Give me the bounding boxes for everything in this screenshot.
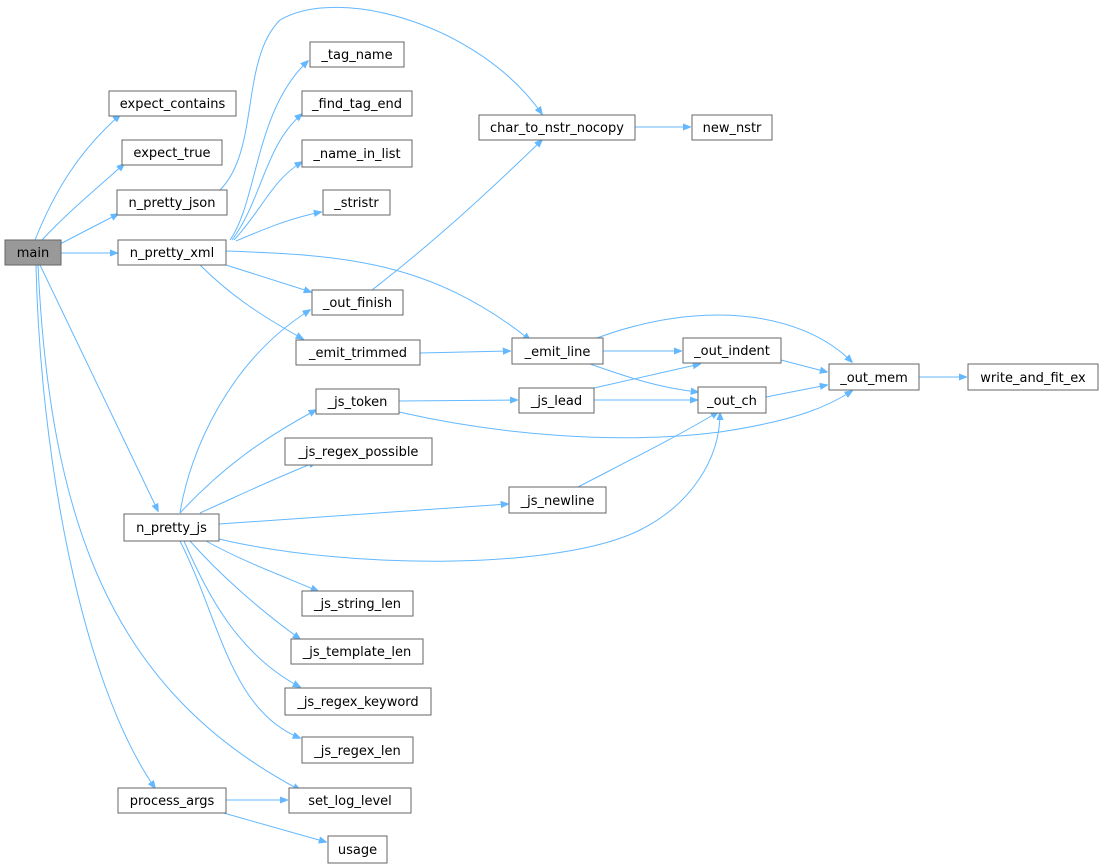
- svg-text:usage: usage: [338, 843, 377, 858]
- edge-n_pretty_xml-_tag_name: [229, 61, 308, 241]
- svg-text:_tag_name: _tag_name: [320, 48, 392, 63]
- node-expect_true[interactable]: expect_true: [121, 139, 223, 166]
- node-_js_lead[interactable]: _js_lead: [518, 387, 595, 414]
- node-n_pretty_json[interactable]: n_pretty_json: [116, 189, 228, 216]
- svg-text:set_log_level: set_log_level: [308, 794, 392, 809]
- node-_out_ch[interactable]: _out_ch: [697, 386, 767, 414]
- edge-process_args-usage: [219, 811, 326, 842]
- svg-text:char_to_nstr_nocopy: char_to_nstr_nocopy: [490, 121, 624, 136]
- svg-text:_stristr: _stristr: [333, 196, 379, 211]
- edge-_js_token-_js_lead: [398, 400, 517, 401]
- svg-text:_emit_trimmed: _emit_trimmed: [308, 346, 407, 361]
- edge-n_pretty_js-_js_string_len: [205, 540, 318, 591]
- node-_find_tag_end[interactable]: _find_tag_end: [301, 90, 413, 117]
- node-set_log_level[interactable]: set_log_level: [288, 787, 412, 814]
- svg-text:n_pretty_json: n_pretty_json: [128, 196, 215, 211]
- edge-n_pretty_xml-_emit_line: [225, 250, 530, 340]
- edge-n_pretty_xml-_emit_trimmed: [199, 264, 303, 339]
- svg-text:_out_mem: _out_mem: [839, 371, 908, 386]
- node-process_args[interactable]: process_args: [117, 787, 227, 814]
- node-_emit_trimmed[interactable]: _emit_trimmed: [295, 339, 421, 366]
- edge-_js_lead-_out_indent: [593, 364, 700, 389]
- edge-n_pretty_js-_out_finish: [179, 310, 310, 514]
- call-edges: [34, 6, 966, 842]
- node-expect_contains[interactable]: expect_contains: [108, 90, 237, 117]
- edge-n_pretty_json-char_to_nstr_nocopy: [219, 6, 542, 191]
- svg-text:n_pretty_xml: n_pretty_xml: [130, 246, 214, 261]
- svg-text:_js_string_len: _js_string_len: [313, 597, 401, 612]
- svg-text:expect_contains: expect_contains: [120, 97, 226, 112]
- svg-text:expect_true: expect_true: [133, 146, 210, 161]
- node-_name_in_list[interactable]: _name_in_list: [301, 139, 413, 168]
- edge-n_pretty_js-_out_ch: [218, 413, 720, 562]
- edge-n_pretty_js-_js_newline: [218, 504, 508, 525]
- svg-text:_find_tag_end: _find_tag_end: [311, 97, 402, 112]
- node-_js_token[interactable]: _js_token: [315, 388, 400, 415]
- edge-main-set_log_level: [37, 264, 300, 790]
- svg-text:main: main: [17, 246, 49, 261]
- svg-text:_js_token: _js_token: [327, 395, 388, 410]
- svg-text:_js_newline: _js_newline: [520, 494, 595, 509]
- node-_stristr[interactable]: _stristr: [322, 189, 391, 216]
- node-_out_indent[interactable]: _out_indent: [682, 337, 782, 364]
- edge-n_pretty_js-_js_template_len: [189, 540, 300, 639]
- node-main[interactable]: main: [4, 239, 62, 266]
- svg-text:n_pretty_js: n_pretty_js: [136, 521, 207, 536]
- node-_js_regex_keyword[interactable]: _js_regex_keyword: [284, 687, 432, 716]
- node-_js_string_len[interactable]: _js_string_len: [301, 590, 414, 617]
- edge-main-n_pretty_json: [59, 214, 118, 245]
- node-new_nstr[interactable]: new_nstr: [691, 114, 773, 141]
- svg-text:_js_lead: _js_lead: [530, 394, 582, 409]
- svg-text:_out_indent: _out_indent: [693, 344, 770, 359]
- svg-text:_js_regex_keyword: _js_regex_keyword: [296, 695, 418, 710]
- edge-_emit_trimmed-_emit_line: [419, 351, 510, 353]
- edge-n_pretty_xml-_find_tag_end: [231, 114, 302, 241]
- node-_js_regex_len[interactable]: _js_regex_len: [301, 736, 414, 764]
- svg-text:_js_regex_possible: _js_regex_possible: [298, 445, 419, 460]
- node-_out_mem[interactable]: _out_mem: [828, 363, 920, 391]
- edge-main-expect_true: [41, 164, 124, 241]
- edge-n_pretty_xml-_out_finish: [225, 264, 311, 292]
- edge-_emit_line-_out_ch: [589, 363, 698, 392]
- node-char_to_nstr_nocopy[interactable]: char_to_nstr_nocopy: [478, 114, 636, 141]
- svg-text:_name_in_list: _name_in_list: [312, 147, 400, 162]
- edge-n_pretty_js-_js_regex_len: [179, 540, 300, 738]
- node-n_pretty_xml[interactable]: n_pretty_xml: [117, 239, 227, 266]
- svg-text:_out_finish: _out_finish: [322, 296, 392, 311]
- svg-text:new_nstr: new_nstr: [703, 121, 762, 136]
- edge-_out_finish-char_to_nstr_nocopy: [371, 140, 542, 291]
- edge-_js_newline-_out_ch: [577, 412, 718, 488]
- svg-text:_out_ch: _out_ch: [706, 394, 757, 409]
- edge-n_pretty_js-_js_token: [179, 410, 316, 514]
- node-write_and_fit_ex[interactable]: write_and_fit_ex: [967, 363, 1099, 391]
- edge-main-expect_contains: [34, 115, 120, 241]
- svg-text:_emit_line: _emit_line: [524, 345, 591, 360]
- svg-text:write_and_fit_ex: write_and_fit_ex: [980, 371, 1086, 386]
- edge-n_pretty_js-_js_regex_possible: [199, 462, 316, 514]
- svg-text:_js_regex_len: _js_regex_len: [313, 744, 401, 759]
- node-_emit_line[interactable]: _emit_line: [511, 337, 604, 365]
- node-_tag_name[interactable]: _tag_name: [309, 41, 405, 68]
- edge-_out_ch-_out_mem: [765, 385, 827, 398]
- edge-main-n_pretty_js: [39, 264, 158, 511]
- node-n_pretty_js[interactable]: n_pretty_js: [123, 513, 220, 542]
- svg-text:process_args: process_args: [130, 794, 215, 809]
- node-_js_regex_possible[interactable]: _js_regex_possible: [284, 437, 433, 466]
- node-_js_template_len[interactable]: _js_template_len: [290, 638, 424, 665]
- svg-text:_js_template_len: _js_template_len: [302, 645, 411, 660]
- node-usage[interactable]: usage: [327, 835, 388, 864]
- edge-n_pretty_js-_js_regex_keyword: [183, 540, 300, 687]
- node-_out_finish[interactable]: _out_finish: [311, 289, 404, 316]
- edge-_js_token-_out_mem: [398, 391, 852, 439]
- node-_js_newline[interactable]: _js_newline: [508, 486, 607, 514]
- edge-n_pretty_xml-_name_in_list: [233, 162, 302, 241]
- edge-_out_indent-_out_mem: [780, 359, 827, 372]
- edge-main-process_args: [35, 264, 155, 788]
- edge-n_pretty_xml-_stristr: [235, 212, 321, 242]
- edge-_emit_line-_out_mem: [596, 314, 852, 362]
